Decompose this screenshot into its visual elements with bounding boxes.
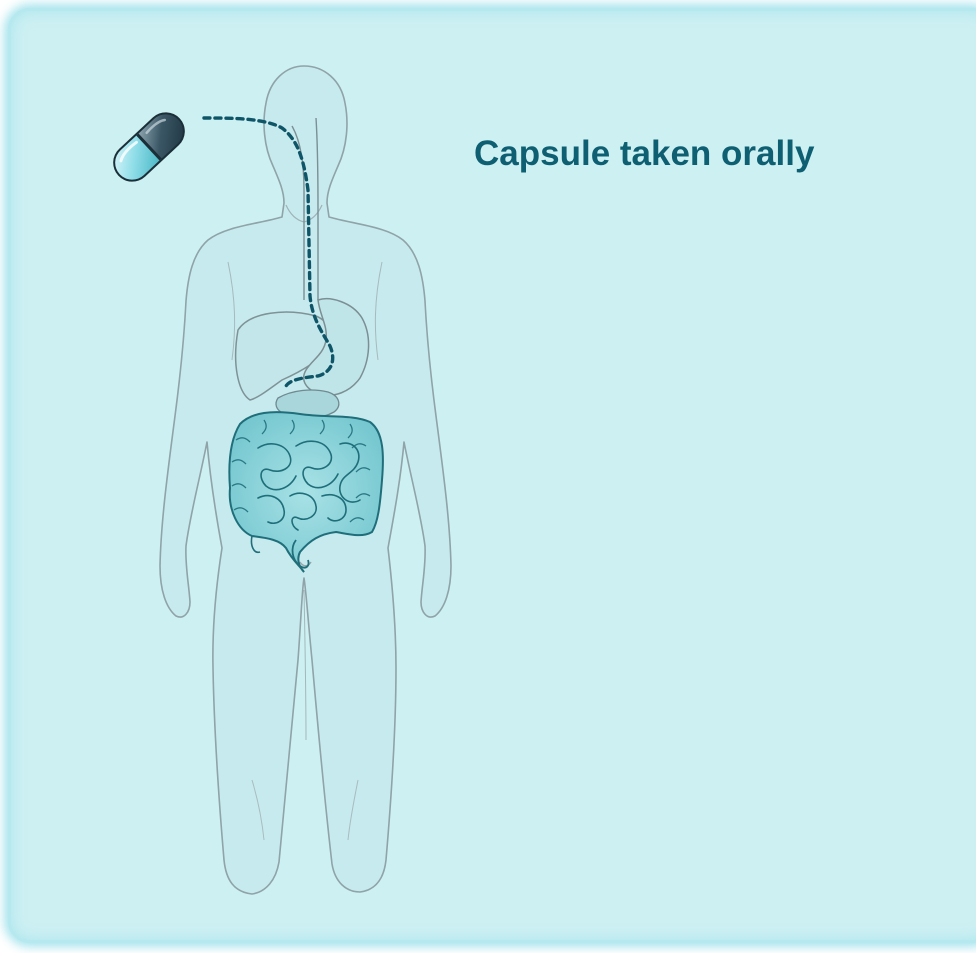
diagram-caption: Capsule taken orally <box>474 134 814 174</box>
capsule-icon <box>105 104 192 189</box>
